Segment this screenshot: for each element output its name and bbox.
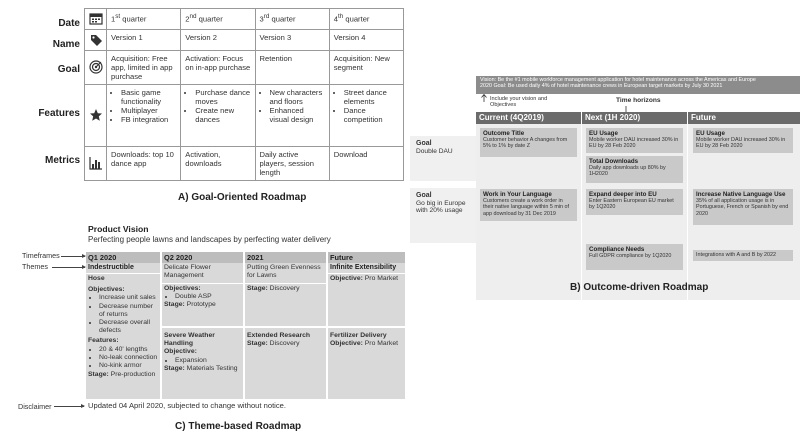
caption-a: A) Goal-Oriented Roadmap <box>178 192 307 203</box>
flower-management-cell: Objectives: Double ASP Stage: Prototype <box>162 284 243 326</box>
metrics-row: Downloads: top 10 dance app Activation, … <box>84 146 405 181</box>
row-label-goal: Goal <box>57 64 80 75</box>
goal-statement: 2020 Goal: Be used daily 4% of hotel mai… <box>480 83 723 90</box>
row-label-features: Features <box>38 108 80 119</box>
bar-chart-icon <box>84 146 107 181</box>
goal-cell: Acquisition: New segment <box>328 50 405 85</box>
quarter-3: 3rd quarter <box>254 8 330 30</box>
column-next: Next (1H 2020) <box>582 112 687 124</box>
calendar-icon <box>84 8 107 30</box>
goal-cell: Retention <box>254 50 330 85</box>
column-future: Future <box>688 112 800 124</box>
arrow-icon <box>52 265 86 269</box>
extended-research-cell: Extended Research Stage: Discovery <box>245 328 326 399</box>
metric-cell: Daily active players, session length <box>254 146 330 181</box>
features-cell: New characters and floorsEnhanced visual… <box>254 84 330 147</box>
timeframe-q2-2020: Q2 2020 <box>162 252 243 263</box>
tag-icon <box>84 29 107 51</box>
theme-delicate-flower: Delicate Flower Management <box>162 263 243 283</box>
theme-putting-green: Putting Green Evenness for Lawns <box>245 263 326 283</box>
timeframes-label: Timeframes <box>22 251 60 260</box>
features-cell: Purchase dance movesCreate new dances <box>180 84 256 147</box>
goal-row: Acquisition: Free app, limited in app pu… <box>84 50 405 85</box>
timeframe-2021: 2021 <box>245 252 326 263</box>
hose-title: Hose <box>88 275 105 282</box>
quarter-1: 1st quarter <box>105 8 182 30</box>
version-name: Version 1 <box>105 29 182 51</box>
product-vision-title: Product Vision <box>88 224 149 234</box>
goal-cell: Acquisition: Free app, limited in app pu… <box>105 50 182 85</box>
goal-oriented-roadmap: Date Name Goal Features Metrics 1st quar… <box>0 0 410 215</box>
target-icon <box>84 50 107 85</box>
arrow-icon <box>625 106 627 112</box>
version-name: Version 4 <box>328 29 405 51</box>
vision-banner: Vision: Be the #1 mobile workforce manag… <box>476 76 800 94</box>
row-label-metrics: Metrics <box>44 155 80 166</box>
outcome-card: Integrations with A and B by 2022 <box>693 250 793 261</box>
theme-based-roadmap: Product Vision Perfecting people lawns a… <box>0 215 410 434</box>
features-row: Basic game functionalityMultiplayerFB in… <box>84 84 405 147</box>
disclaimer-label: Disclaimer <box>18 402 52 411</box>
annotation-horizons: Time horizons <box>616 97 661 104</box>
severe-weather-cell: Severe Weather Handling Objective: Expan… <box>162 328 243 399</box>
goal-roadmap-table: 1st quarter 2nd quarter 3rd quarter 4th … <box>84 8 405 181</box>
disclaimer-text: Updated 04 April 2020, subjected to chan… <box>88 401 286 410</box>
extensibility-cell: Objective: Pro Market <box>328 274 405 326</box>
caption-b: B) Outcome-driven Roadmap <box>570 282 709 293</box>
goal-1: Goal Double DAU <box>410 136 476 181</box>
metric-cell: Download <box>328 146 405 181</box>
caption-c: C) Theme-based Roadmap <box>175 421 302 432</box>
metric-cell: Activation, downloads <box>180 146 256 181</box>
quarter-4: 4th quarter <box>328 8 405 30</box>
name-row: Version 1 Version 2 Version 3 Version 4 <box>84 29 405 51</box>
metric-cell: Downloads: top 10 dance app <box>105 146 182 181</box>
arrow-icon <box>61 254 86 258</box>
arrow-icon <box>54 404 85 408</box>
timeframe-future: Future <box>328 252 405 263</box>
row-label-name: Name <box>52 39 80 50</box>
goal-2: Goal Go big in Europe with 20% usage <box>410 188 476 243</box>
star-icon <box>84 84 107 147</box>
fertilizer-delivery-cell: Fertilizer Delivery Objective: Pro Marke… <box>328 328 405 399</box>
hose-cell: Hose Objectives: Increase unit sales Dec… <box>86 274 160 399</box>
themes-label: Themes <box>22 262 48 271</box>
theme-infinite-extensibility: Infinite Extensibility <box>328 263 405 273</box>
version-name: Version 3 <box>254 29 330 51</box>
putting-green-cell: Stage: Discovery <box>245 284 326 326</box>
date-row: 1st quarter 2nd quarter 3rd quarter 4th … <box>84 8 405 30</box>
features-cell: Street dance elementsDance competition <box>328 84 405 147</box>
quarter-2: 2nd quarter <box>180 8 256 30</box>
arrow-icon <box>481 94 487 102</box>
vision-statement: Vision: Be the #1 mobile workforce manag… <box>480 77 756 83</box>
row-label-date: Date <box>58 18 80 29</box>
timeframe-q1-2020: Q1 2020 <box>86 252 160 263</box>
annotation-vision: Include your vision and Objectives <box>490 96 548 109</box>
features-cell: Basic game functionalityMultiplayerFB in… <box>105 84 182 147</box>
version-name: Version 2 <box>180 29 256 51</box>
theme-indestructible: Indestructible <box>86 263 160 273</box>
goal-cell: Activation: Focus on in-app purchase <box>180 50 256 85</box>
product-vision-text: Perfecting people lawns and landscapes b… <box>88 235 331 244</box>
outcome-driven-roadmap: Vision: Be the #1 mobile workforce manag… <box>410 70 800 300</box>
column-current: Current (4Q2019) <box>476 112 581 124</box>
